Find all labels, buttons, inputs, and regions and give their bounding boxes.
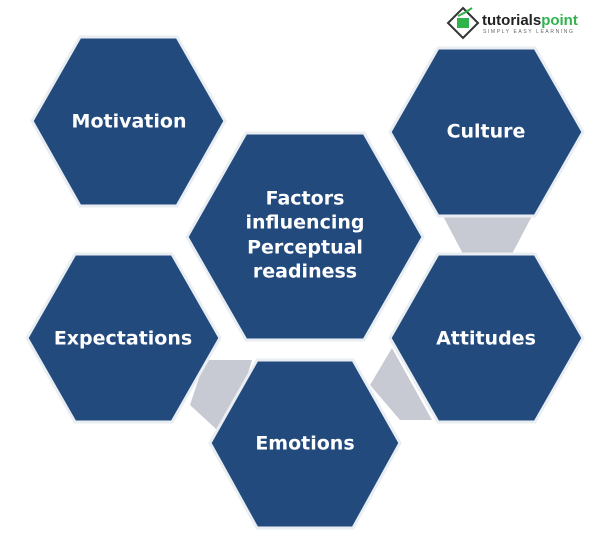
center-line-4: readiness [253, 261, 357, 283]
svg-text:tutorialspoint: tutorialspoint [482, 12, 578, 29]
logo-name-green: point [541, 12, 578, 29]
connector-culture-attitudes [443, 216, 532, 254]
logo-icon [446, 6, 480, 40]
hex-motivation: Motivation [30, 35, 227, 208]
hex-culture: Culture [388, 46, 585, 218]
connector-emotions-attitudes [370, 348, 432, 420]
center-line-3: Perceptual [247, 237, 363, 259]
center-line-1: Factors [266, 188, 345, 210]
logo-name-dark: tutorials [482, 12, 541, 29]
label-motivation: Motivation [72, 111, 187, 133]
hex-emotions: Emotions [208, 358, 402, 530]
hex-expectations: Expectations [25, 252, 222, 424]
label-emotions: Emotions [255, 433, 354, 455]
connector-expectations-emotions [190, 360, 252, 440]
hex-center: Factors influencing Perceptual readiness [185, 131, 425, 342]
logo-tagline: SIMPLY EASY LEARNING [483, 29, 574, 35]
label-culture: Culture [447, 121, 526, 143]
tutorialspoint-logo: tutorialspoint SIMPLY EASY LEARNING [446, 6, 578, 40]
label-expectations: Expectations [54, 328, 192, 350]
label-attitudes: Attitudes [436, 328, 536, 350]
center-line-2: influencing [246, 212, 365, 234]
hex-attitudes: Attitudes [388, 252, 585, 424]
